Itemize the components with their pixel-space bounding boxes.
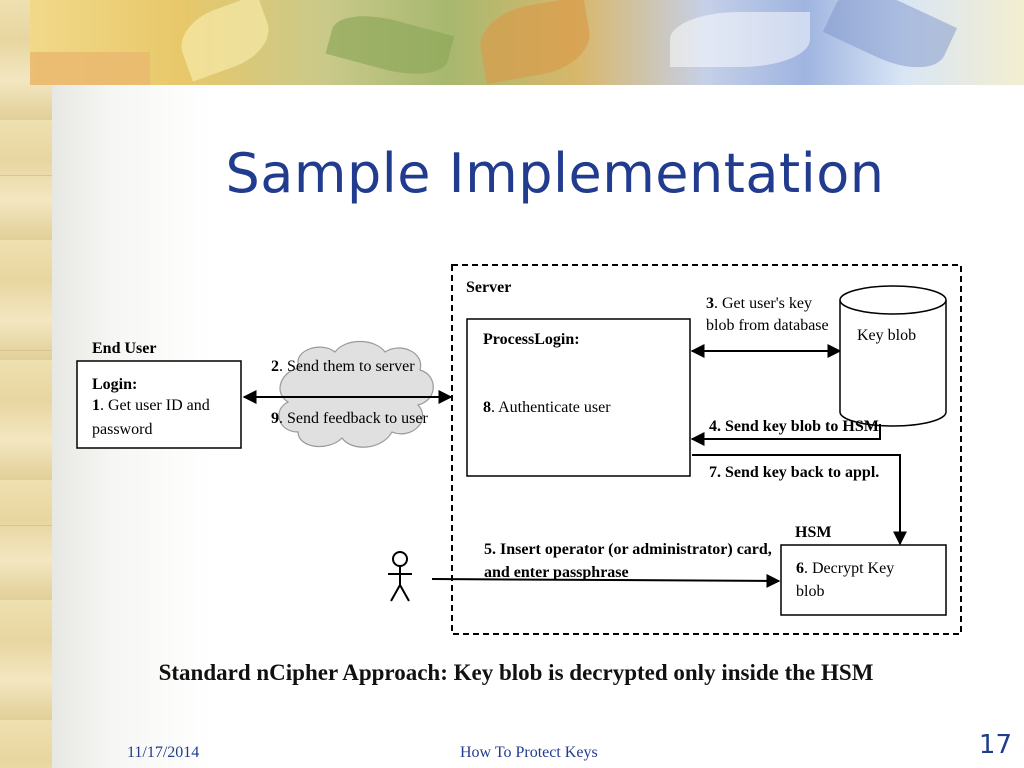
decorative-banner bbox=[30, 0, 1024, 85]
step5-text-line2: and enter passphrase bbox=[484, 564, 629, 581]
slide-title: Sample Implementation bbox=[225, 142, 885, 205]
strip-divider bbox=[0, 350, 52, 351]
step3-text-line2: blob from database bbox=[706, 317, 829, 334]
slide-caption: Standard nCipher Approach: Key blob is d… bbox=[158, 660, 874, 685]
left-parchment-strip bbox=[0, 0, 52, 768]
arrow-step4 bbox=[690, 424, 881, 446]
operator-figure-icon bbox=[388, 551, 412, 602]
step1-text: 1. Get user ID and bbox=[92, 397, 210, 414]
strip-divider bbox=[0, 525, 52, 526]
strip-divider bbox=[0, 175, 52, 176]
step5-label: . Insert operator (or administrator) car… bbox=[492, 541, 772, 558]
step7-text: 7. Send key back to appl. bbox=[709, 464, 879, 481]
step6-label: . Decrypt Key bbox=[804, 560, 894, 577]
step9-number: 9 bbox=[271, 410, 279, 427]
step9-label: . Send feedback to user bbox=[279, 410, 429, 427]
step6-text: 6. Decrypt Key bbox=[796, 560, 894, 577]
step6-text-line2: blob bbox=[796, 583, 824, 600]
server-label: Server bbox=[466, 279, 511, 296]
arrow-step5 bbox=[431, 573, 781, 588]
step3-number: 3 bbox=[706, 295, 714, 312]
step8-text: 8. Authenticate user bbox=[483, 399, 611, 416]
login-box bbox=[76, 360, 242, 449]
step8-number: 8 bbox=[483, 399, 491, 416]
banner-tab bbox=[30, 52, 150, 85]
step4-text: 4. Send key blob to HSM bbox=[709, 418, 879, 435]
arrow-step7 bbox=[692, 454, 907, 546]
step6-number: 6 bbox=[796, 560, 804, 577]
step9-text: 9. Send feedback to user bbox=[271, 410, 429, 427]
step1-label: . Get user ID and bbox=[100, 397, 210, 414]
server-boundary bbox=[451, 264, 962, 635]
step1-number: 1 bbox=[92, 397, 100, 414]
step3-label: . Get user's key bbox=[714, 295, 812, 312]
process-login-title: ProcessLogin: bbox=[483, 331, 580, 348]
step1-text-line2: password bbox=[92, 421, 152, 438]
step2-number: 2 bbox=[271, 358, 279, 375]
step3-text: 3. Get user's key bbox=[706, 295, 812, 312]
end-user-heading: End User bbox=[92, 340, 156, 357]
page-number: 17 bbox=[978, 730, 1012, 760]
database-icon bbox=[839, 285, 947, 427]
database-label: Key blob bbox=[857, 327, 916, 344]
step5-number: 5 bbox=[484, 541, 492, 558]
step8-label: . Authenticate user bbox=[491, 399, 611, 416]
footer-title: How To Protect Keys bbox=[460, 744, 598, 761]
step2-label: . Send them to server bbox=[279, 358, 415, 375]
leaf-decoration bbox=[670, 12, 810, 67]
login-box-title: Login: bbox=[92, 376, 137, 393]
hsm-heading: HSM bbox=[795, 524, 831, 541]
process-login-box bbox=[466, 318, 691, 477]
footer-date: 11/17/2014 bbox=[127, 744, 200, 761]
step2-text: 2. Send them to server bbox=[271, 358, 415, 375]
step5-text: 5. Insert operator (or administrator) ca… bbox=[484, 541, 772, 558]
hsm-box bbox=[780, 544, 947, 616]
